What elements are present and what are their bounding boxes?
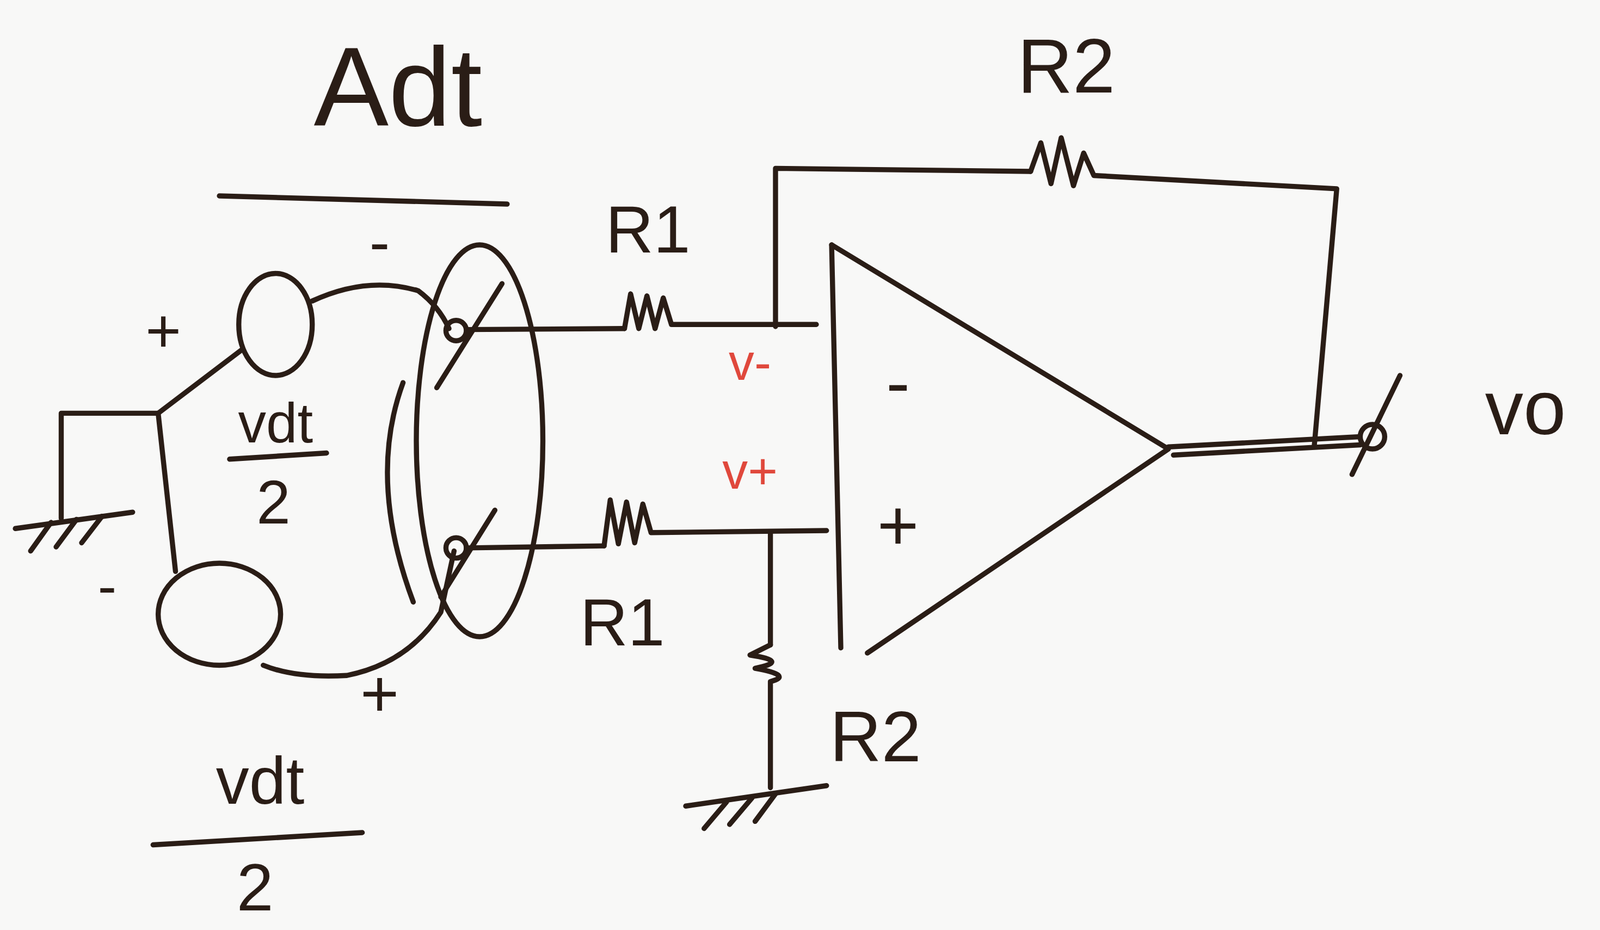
resistor-symbol xyxy=(749,644,780,789)
circuit-label: - xyxy=(369,212,390,274)
wire xyxy=(466,328,625,330)
wire xyxy=(263,551,455,677)
wire xyxy=(767,532,773,645)
circuit-label: - xyxy=(97,558,117,615)
pin-sign: - xyxy=(885,347,910,419)
circuit-label: Adt xyxy=(313,30,483,143)
circuit-label: vo xyxy=(1485,370,1567,447)
wire xyxy=(61,413,159,519)
op-amp-symbol xyxy=(831,244,1169,654)
circuit-label: R2 xyxy=(829,700,922,773)
voltage-source xyxy=(158,563,281,666)
terminal xyxy=(445,537,467,559)
circuit-label: v+ xyxy=(722,445,778,497)
resistor-symbol xyxy=(604,500,827,546)
port-outline xyxy=(387,382,414,602)
fraction-bar xyxy=(152,832,362,846)
terminal xyxy=(437,283,503,388)
wire xyxy=(1173,445,1360,456)
resistor-symbol xyxy=(1030,137,1338,446)
op-amp-symbol xyxy=(831,244,841,649)
circuit-label: R1 xyxy=(580,589,666,656)
port-outline xyxy=(416,244,544,637)
circuit-label: + xyxy=(360,660,399,728)
circuit-label: 2 xyxy=(236,854,274,921)
op-amp: -+ xyxy=(826,240,1174,659)
wire xyxy=(775,168,1031,327)
op-amp-symbol xyxy=(826,240,1174,659)
resistor-symbol xyxy=(624,293,817,329)
circuit-label: vdt xyxy=(237,395,313,452)
ground-symbol xyxy=(704,794,776,829)
pin-sign: + xyxy=(877,489,920,562)
wire xyxy=(158,413,176,572)
circuit-label: R2 xyxy=(1017,28,1116,106)
circuit-label: vdt xyxy=(216,747,305,814)
terminal xyxy=(440,510,495,598)
ground-symbol xyxy=(685,785,827,807)
circuit-label: + xyxy=(145,300,182,363)
circuit-label: 2 xyxy=(256,472,291,534)
fraction-bar xyxy=(219,195,508,205)
circuit-label: R1 xyxy=(605,196,691,263)
terminal xyxy=(1351,375,1400,475)
circuit-label: v- xyxy=(728,336,772,389)
fraction-bar xyxy=(229,453,327,460)
ground-symbol xyxy=(30,516,102,552)
terminal xyxy=(445,320,467,342)
voltage-source xyxy=(238,273,313,377)
wire xyxy=(466,545,605,549)
